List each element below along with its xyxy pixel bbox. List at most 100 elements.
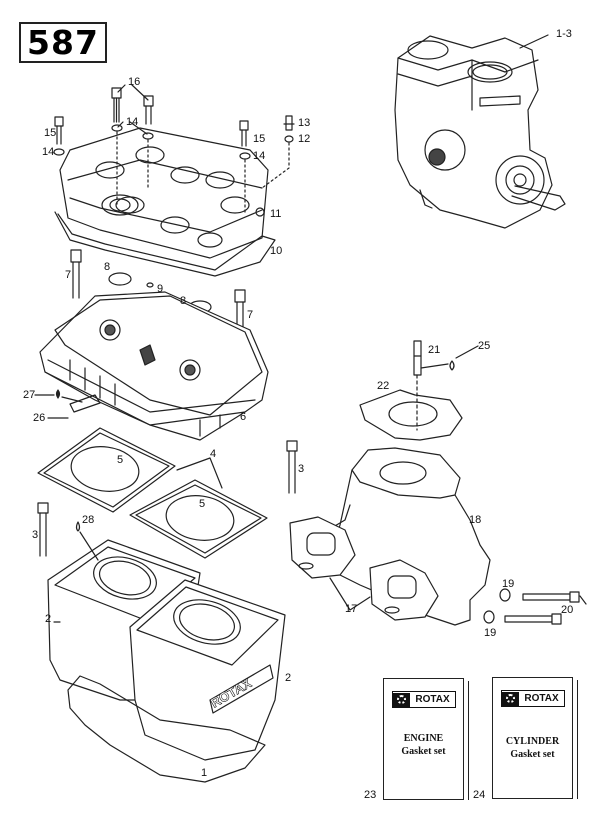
sealant-drop-27 — [55, 389, 61, 399]
o-ring-9 — [146, 282, 154, 288]
rotax-gear-logo-icon — [502, 691, 519, 706]
leader-25b — [455, 345, 479, 359]
callout-27: 27 — [23, 389, 36, 401]
base-gasket-1 — [67, 675, 266, 783]
head-screw-7a — [70, 249, 82, 299]
callout-8-right: 8 — [180, 295, 187, 307]
screw-20a — [522, 591, 580, 603]
leader-14b — [129, 121, 148, 135]
cylinder-screw-3b — [37, 502, 49, 557]
sealant-drop-25 — [449, 360, 455, 371]
rotax-brand-badge: ROTAX — [392, 691, 456, 708]
callout-2-left: 2 — [45, 613, 52, 625]
screw-16b — [143, 95, 154, 125]
callout-6: 6 — [240, 411, 247, 423]
washer-14d — [239, 152, 251, 160]
washer-12 — [284, 135, 294, 143]
sealant-drop-28 — [75, 521, 81, 532]
fitting-13 — [283, 115, 295, 131]
head-gasket-4b — [129, 479, 268, 559]
cover-gasket — [54, 211, 276, 277]
callout-5-left: 5 — [117, 454, 124, 466]
callout-5-right: 5 — [199, 498, 206, 510]
washer-19b — [483, 610, 495, 624]
screw-15b — [239, 120, 249, 147]
leader-17 — [329, 577, 371, 611]
callout-11: 11 — [270, 208, 282, 220]
callout-15-left: 15 — [44, 127, 57, 139]
brand-name: ROTAX — [415, 694, 450, 705]
screw-15a — [54, 116, 64, 145]
callout-19-bottom: 19 — [484, 627, 497, 639]
washer-14b — [111, 124, 123, 132]
temperature-sensor-26 — [69, 394, 101, 413]
leader-28 — [79, 531, 99, 561]
engine-gasket-set-booklet: ROTAX ENGINE Gasket set — [383, 678, 469, 800]
callout-26: 26 — [33, 412, 46, 424]
leader-27b — [61, 396, 83, 403]
rotax-brand-badge: ROTAX — [501, 690, 565, 707]
callout-28: 28 — [82, 514, 95, 526]
screw-20b — [504, 613, 562, 625]
cylinder-gasket-set-booklet: ROTAX CYLINDER Gasket set — [492, 677, 578, 799]
gasket-22 — [359, 389, 463, 441]
callout-14-mid: 14 — [126, 116, 139, 128]
callout-16: 16 — [128, 76, 141, 88]
callout-20: 20 — [561, 604, 574, 616]
cylinder-head-cover — [59, 127, 269, 259]
callout-23: 23 — [364, 789, 377, 801]
booklet-title: CYLINDER — [505, 736, 560, 747]
model-number-box: 587 — [19, 22, 107, 63]
callout-2-right: 2 — [285, 672, 292, 684]
booklet-spine — [572, 680, 578, 799]
exhaust-manifold-18 — [327, 447, 491, 626]
model-number: 587 — [27, 23, 99, 62]
callout-21: 21 — [428, 344, 441, 356]
callout-18: 18 — [469, 514, 482, 526]
callout-12: 12 — [298, 133, 311, 145]
brand-name: ROTAX — [524, 693, 559, 704]
washer-14c — [142, 132, 154, 140]
callout-17: 17 — [345, 603, 358, 615]
stud-21 — [413, 340, 422, 431]
booklet-title: ENGINE — [403, 733, 444, 744]
callout-1-3: 1-3 — [556, 28, 572, 40]
callout-7-right: 7 — [247, 309, 254, 321]
callout-1: 1 — [201, 767, 208, 779]
o-ring-8a — [108, 272, 132, 286]
callout-15-right: 15 — [253, 133, 266, 145]
booklet-spine — [463, 681, 469, 800]
callout-9: 9 — [157, 283, 164, 295]
leader-20 — [579, 595, 587, 605]
leader-lines-cover — [116, 131, 290, 216]
callout-4: 4 — [210, 448, 217, 460]
booklet-subtitle: Gasket set — [510, 749, 555, 760]
leader-25 — [420, 363, 449, 369]
cylinder-head — [39, 291, 269, 441]
cylinder-right: ROTAX — [129, 579, 286, 761]
leader-1-3 — [519, 34, 549, 49]
callout-7-left: 7 — [65, 269, 72, 281]
callout-10: 10 — [270, 245, 283, 257]
head-gasket-4a — [37, 427, 176, 513]
callout-13: 13 — [298, 117, 311, 129]
callout-14-right: 14 — [253, 150, 266, 162]
cylinder-screw-3a — [286, 440, 298, 494]
callout-22: 22 — [377, 380, 390, 392]
booklet-subtitle: Gasket set — [401, 746, 446, 757]
leader-16b — [131, 84, 149, 101]
leader-4 — [176, 457, 223, 489]
exhaust-gasket-17a — [289, 516, 356, 579]
callout-19-top: 19 — [502, 578, 515, 590]
callout-3-left: 3 — [32, 529, 39, 541]
screw-16a — [111, 87, 122, 123]
exhaust-gasket-17b — [369, 559, 439, 621]
callout-3-right: 3 — [298, 463, 305, 475]
rotax-gear-logo-icon — [393, 692, 410, 707]
engine-assembly — [394, 35, 566, 229]
leader-16 — [117, 84, 126, 93]
callout-25: 25 — [478, 340, 491, 352]
washer-19a — [499, 588, 511, 602]
callout-24: 24 — [473, 789, 486, 801]
